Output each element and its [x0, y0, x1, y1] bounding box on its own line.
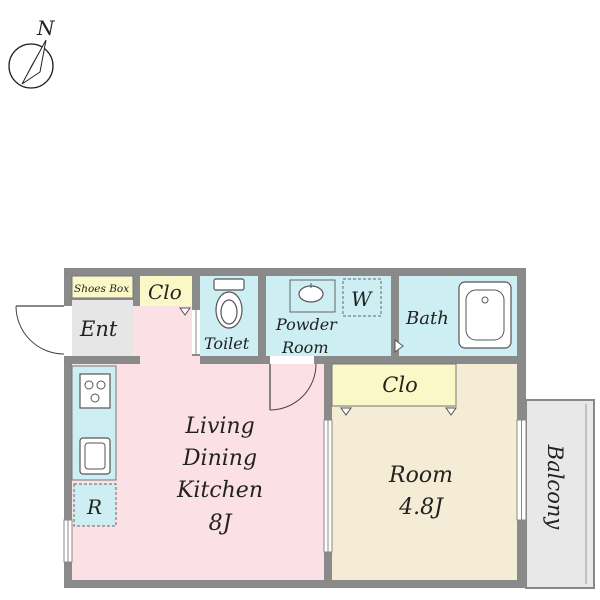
balcony [525, 399, 595, 589]
entry-door-opening [64, 306, 72, 356]
powder-door-swing [269, 363, 317, 411]
closet-entry [140, 276, 192, 306]
kitchen-sink-icon [79, 437, 111, 475]
bathtub-fixture [458, 281, 512, 349]
label-refrigerator: R [86, 495, 102, 519]
label-shoes-box: Shoes Box [74, 283, 129, 295]
label-washer: W [351, 287, 373, 311]
room-closet [331, 363, 457, 407]
toilet-fixture [213, 278, 245, 329]
label-entry: Ent [79, 317, 118, 341]
shoes-box [71, 275, 134, 299]
label-bath: Bath [405, 308, 449, 329]
label-ldk-living: Living [184, 414, 254, 439]
label-powder: Powder [275, 315, 338, 334]
ldk-entry-link [133, 306, 141, 356]
bath-door-mark [394, 339, 404, 353]
ldk-floor [72, 306, 324, 580]
label-toilet: Toilet [204, 334, 250, 353]
washer-space [342, 278, 382, 317]
north-compass: N [8, 16, 56, 89]
compass-label: N [36, 16, 56, 40]
label-ldk-dining: Dining [182, 446, 257, 471]
label-balcony: Balcony [543, 444, 567, 531]
label-closet-entry: Clo [148, 280, 182, 304]
compass-needle-light [21, 39, 47, 85]
closet-door-mark [179, 307, 191, 316]
entry-floor [72, 300, 133, 356]
room-closet-door-mark-right [445, 407, 457, 416]
label-powder-room: Room [281, 338, 328, 357]
label-ldk-size: 8J [209, 511, 233, 536]
label-room: Room [388, 463, 453, 488]
label-room-closet: Clo [382, 373, 417, 397]
label-ldk-kitchen: Kitchen [176, 478, 263, 503]
sink-fixture [289, 279, 336, 313]
powder-door-opening [270, 356, 314, 364]
stove-icon [79, 373, 111, 409]
entry-door-swing [15, 305, 65, 355]
room-closet-door-mark-left [340, 407, 352, 416]
label-room-size: 4.8J [398, 495, 444, 520]
refrigerator-space [73, 483, 117, 527]
